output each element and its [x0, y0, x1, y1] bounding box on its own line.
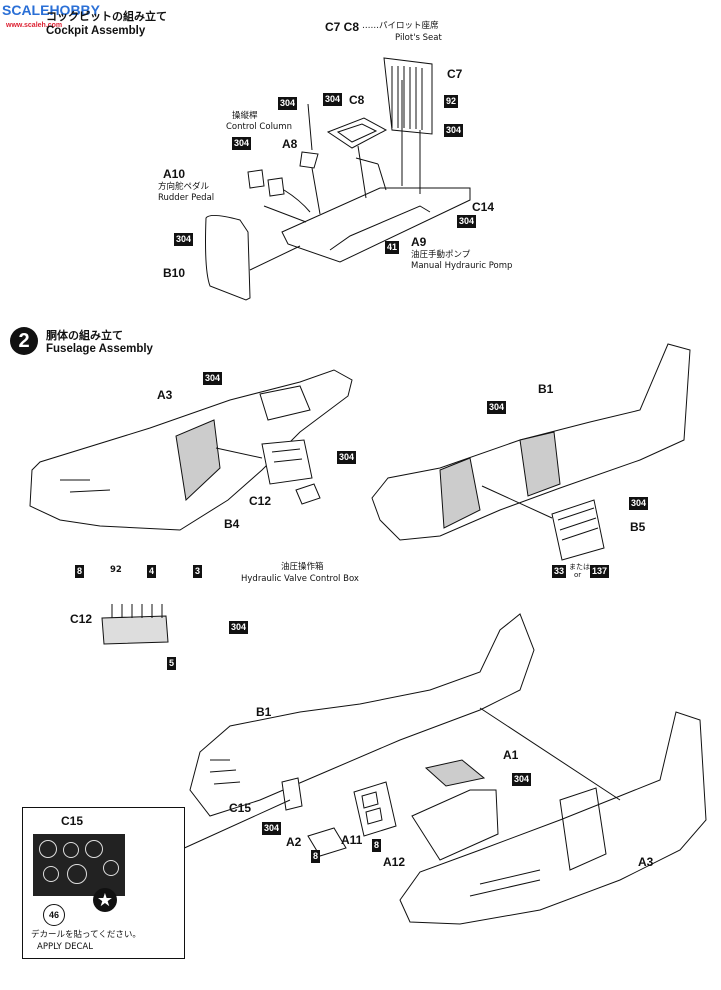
control-column-jp: 操縦桿: [232, 111, 258, 121]
a1-part-drawing: [424, 759, 486, 787]
decal-inset-box: C15 ★ 46 デカールを貼ってください。 APPLY DECAL: [22, 807, 185, 959]
step2-title-en: Fuselage Assembly: [46, 343, 153, 355]
paint-code-c7-92: 92: [444, 95, 459, 108]
paint-code-b5-33: 33: [552, 565, 567, 578]
paint-code-a9-41: 41: [385, 241, 400, 254]
valve-box-en: Hydraulic Valve Control Box: [241, 574, 359, 584]
step2-title-jp: 胴体の組み立て: [46, 329, 123, 342]
pilot-seat-drawing: [326, 117, 388, 149]
paint-code-b1-304: 304: [487, 401, 507, 414]
label-a10: A10: [163, 167, 186, 181]
apply-decal-jp: デカールを貼ってください。: [31, 930, 141, 940]
label-c7: C7: [447, 67, 463, 81]
label-b1-bottom: B1: [256, 705, 272, 719]
pilot-seat-jp: ……パイロット座席: [362, 21, 439, 31]
label-b5: B5: [630, 520, 646, 534]
paint-code-b5-137: 137: [590, 565, 610, 578]
paint-code-a2-8: 8: [311, 850, 321, 863]
paint-code-a10-304: 304: [232, 137, 252, 150]
b4-part-drawing: [261, 439, 313, 485]
decal-c15-label: C15: [61, 814, 84, 828]
panel-b10-drawing: [205, 214, 251, 301]
paint-code-c14-304: 304: [457, 215, 477, 228]
paint-code-c8-304: 304: [323, 93, 343, 106]
label-a11: A11: [341, 833, 363, 847]
paint-code-detail-304: 304: [229, 621, 249, 634]
label-a3-top: A3: [157, 388, 173, 402]
paint-code-detail-3: 3: [193, 565, 203, 578]
apply-decal-en: APPLY DECAL: [37, 942, 93, 952]
or-jp: または: [569, 563, 590, 571]
pilot-seat-back-drawing: [383, 57, 433, 135]
rudder-pedal-en: Rudder Pedal: [158, 193, 215, 203]
watermark-url: www.scaleh.com: [6, 22, 63, 29]
label-b4: B4: [224, 517, 240, 531]
paint-code-c15-304: 304: [262, 822, 282, 835]
paint-code-a1-304: 304: [512, 773, 532, 786]
label-a1: A1: [503, 748, 519, 762]
label-c15: C15: [229, 801, 252, 815]
label-a9: A9: [411, 235, 427, 249]
label-a8: A8: [282, 137, 298, 151]
label-a12: A12: [383, 855, 406, 869]
step1-title-jp: コックピットの組み立て: [46, 10, 167, 23]
rudder-pedal-jp: 方向舵ペダル: [158, 182, 210, 192]
star-insignia-icon: ★: [93, 888, 117, 912]
pilot-seat-en: Pilot's Seat: [395, 33, 442, 43]
label-c12-detail: C12: [70, 612, 93, 626]
fuselage-half-a3-bottom-drawing: [399, 711, 707, 925]
control-column-drawing: [299, 103, 319, 169]
paint-code-detail-4: 4: [147, 565, 157, 578]
paint-code-detail-5: 5: [167, 657, 177, 670]
paint-code-a3-304: 304: [203, 372, 223, 385]
hydraulic-pump-jp: 油圧手動ポンプ: [411, 250, 471, 260]
label-b10: B10: [163, 266, 186, 280]
watermark-logo: SCALEHOBBY: [2, 2, 101, 18]
paint-code-c7-304: 304: [444, 124, 464, 137]
valve-box-jp: 油圧操作箱: [281, 562, 324, 572]
hydraulic-pump-en: Manual Hydrauric Pomp: [411, 261, 513, 271]
paint-code-b5-304: 304: [629, 497, 649, 510]
paint-code-b4-304: 304: [337, 451, 357, 464]
c15-part-drawing: [281, 777, 303, 811]
step1-title-en: Cockpit Assembly: [46, 25, 146, 37]
paint-code-detail-92: 92: [110, 565, 122, 575]
label-c7-c8: C7 C8: [325, 20, 360, 34]
decal-number: 46: [43, 904, 65, 926]
paint-code-a8-304: 304: [278, 97, 298, 110]
control-column-en: Control Column: [226, 122, 292, 132]
label-c8: C8: [349, 93, 365, 107]
a12-part-drawing: [411, 789, 499, 861]
a2-part-drawing: [307, 827, 347, 857]
step2-number: 2: [10, 327, 38, 355]
paint-code-a11-8: 8: [372, 839, 382, 852]
paint-code-detail-8: 8: [75, 565, 85, 578]
fuselage-half-b1-bottom-drawing: [189, 613, 535, 817]
or-en: or: [574, 571, 582, 579]
rudder-pedal-drawing: [247, 169, 285, 197]
paint-code-b10-304: 304: [174, 233, 194, 246]
b5-part-drawing: [551, 499, 605, 561]
label-a3-bottom: A3: [638, 855, 654, 869]
label-b1-top: B1: [538, 382, 554, 396]
instrument-panel-decal: [33, 834, 125, 896]
label-a2: A2: [286, 835, 302, 849]
label-c12: C12: [249, 494, 272, 508]
label-c14: C14: [472, 200, 495, 214]
c12-detail-drawing: [101, 615, 169, 645]
